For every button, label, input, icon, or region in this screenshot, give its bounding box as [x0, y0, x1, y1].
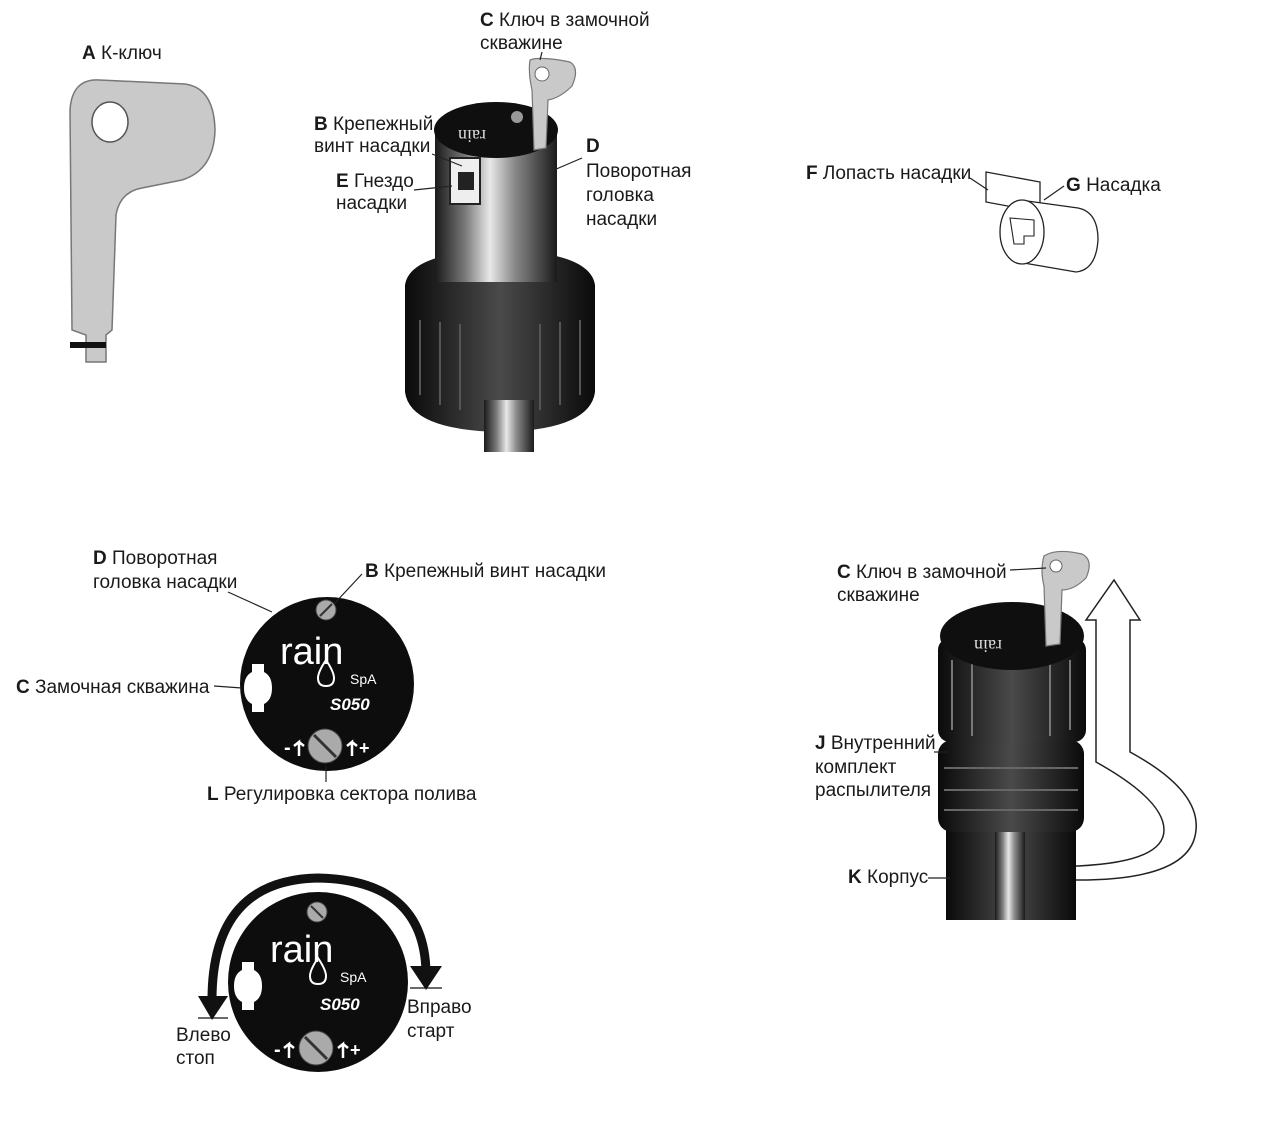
label-d-top: D	[586, 136, 600, 157]
dial-2-model: S050	[320, 995, 360, 1014]
label-left-line2: стоп	[176, 1048, 215, 1069]
nozzle-slot	[1009, 217, 1035, 245]
label-left: Влево	[176, 1025, 231, 1046]
sprinkler-1-cap-screw	[511, 111, 523, 123]
dial-1-minus: -	[284, 737, 291, 759]
sprinkler-2-cap-logo: rain	[974, 636, 1002, 656]
label-d-top-line3: насадки	[586, 209, 657, 230]
sprinkler-2-turret-ridges	[951, 660, 1071, 736]
dial-2-keyhole	[234, 962, 262, 1010]
label-k: K Корпус	[848, 867, 928, 888]
label-a: A К-ключ	[82, 43, 162, 64]
dial-2-brand: rain	[270, 929, 333, 971]
k-key-hole	[91, 101, 129, 143]
sprinkler-2-stem-highlight	[995, 820, 1025, 920]
sprinkler-head-2: rain	[938, 550, 1197, 920]
dial-1-keyhole	[244, 664, 272, 712]
sprinkler-1-top-cap	[434, 102, 558, 158]
leader-lines-fg	[969, 177, 1065, 201]
key-in-keyhole-2	[1041, 550, 1090, 647]
sprinkler-1-cap-logo: rain	[458, 126, 486, 146]
dial-2-suffix: SpA	[340, 969, 367, 985]
label-l: L Регулировка сектора полива	[207, 784, 477, 805]
label-j: J Внутренний	[815, 733, 936, 754]
label-d-dial: D	[93, 548, 107, 569]
leader-lines-top	[413, 51, 583, 191]
sprinkler-2-top-cap	[940, 602, 1084, 670]
label-b-top-line2: винт насадки	[314, 136, 430, 157]
label-right: Вправо	[407, 997, 472, 1018]
label-c-top-line2: скважине	[480, 33, 563, 54]
label-d-dial-line1: Поворотная	[112, 548, 217, 569]
arrow-right-head	[410, 966, 442, 990]
dial-1-drop-icon	[316, 658, 336, 688]
label-g: G Насадка	[1066, 175, 1161, 196]
dial-2-minus: -	[274, 1039, 281, 1061]
top-view-dial-1: rain SpA S050 - +	[240, 597, 414, 771]
sprinkler-1-ridges	[419, 320, 581, 410]
leader-lines-right	[928, 567, 1047, 879]
label-j-line3: распылителя	[815, 780, 931, 801]
k-key-notch	[70, 342, 106, 348]
top-view-dial-2: rain SpA S050 - +	[198, 873, 442, 1072]
dial-2-arrow-right-icon	[337, 1041, 349, 1058]
sprinkler-2-inner-assembly	[938, 740, 1084, 832]
label-e: E Гнездо	[336, 171, 414, 192]
k-key-figure	[69, 79, 216, 363]
label-d-top-line1: Поворотная	[586, 161, 691, 182]
dial-2-arrow-left-icon	[283, 1041, 295, 1058]
dial-2-plus: +	[350, 1040, 361, 1060]
label-c-right: C Ключ в замочной	[837, 562, 1007, 583]
sprinkler-1-nozzle-socket-inner	[458, 172, 474, 190]
dial-2-face	[228, 892, 408, 1072]
dial-2-drop-icon	[308, 956, 328, 986]
sprinkler-1-base-ring	[405, 250, 595, 432]
sprinkler-head-1: rain	[405, 57, 595, 452]
label-d-top-line2: головка	[586, 185, 654, 206]
label-right-line2: старт	[407, 1021, 455, 1042]
dial-1-model: S050	[330, 695, 370, 714]
key-2-hole	[1049, 559, 1063, 573]
arc-arrow-icon	[207, 873, 431, 1001]
dial-1-plus: +	[359, 738, 370, 758]
nozzle-front	[999, 199, 1045, 265]
dial-1-face	[240, 597, 414, 771]
dial-1-brand: rain	[280, 631, 343, 673]
label-f: F Лопасть насадки	[806, 163, 971, 184]
label-b-top: B Крепежный	[314, 114, 433, 135]
sprinkler-1-bottom-stem	[484, 400, 534, 452]
label-c-top: C Ключ в замочной	[480, 10, 650, 31]
label-d-dial-line2: головка насадки	[93, 572, 237, 593]
dial-1-arrow-right-icon	[346, 739, 358, 756]
sprinkler-2-rings	[944, 767, 1078, 811]
dial-1-arrow-left-icon	[293, 739, 305, 756]
leader-lines-dial	[213, 573, 363, 782]
label-e-line2: насадки	[336, 193, 407, 214]
nozzle-figure	[985, 171, 1099, 273]
arrow-left-head	[198, 996, 228, 1020]
label-j-line2: комплект	[815, 757, 897, 778]
k-key-shape	[69, 79, 216, 363]
dial-1-suffix: SpA	[350, 671, 377, 687]
label-c-right-line2: скважине	[837, 585, 920, 606]
rotation-arrow	[1059, 578, 1197, 881]
label-b-dial: B Крепежный винт насадки	[365, 561, 606, 582]
label-c-dial: C Замочная скважина	[16, 677, 210, 698]
key-1-hole	[534, 66, 550, 82]
